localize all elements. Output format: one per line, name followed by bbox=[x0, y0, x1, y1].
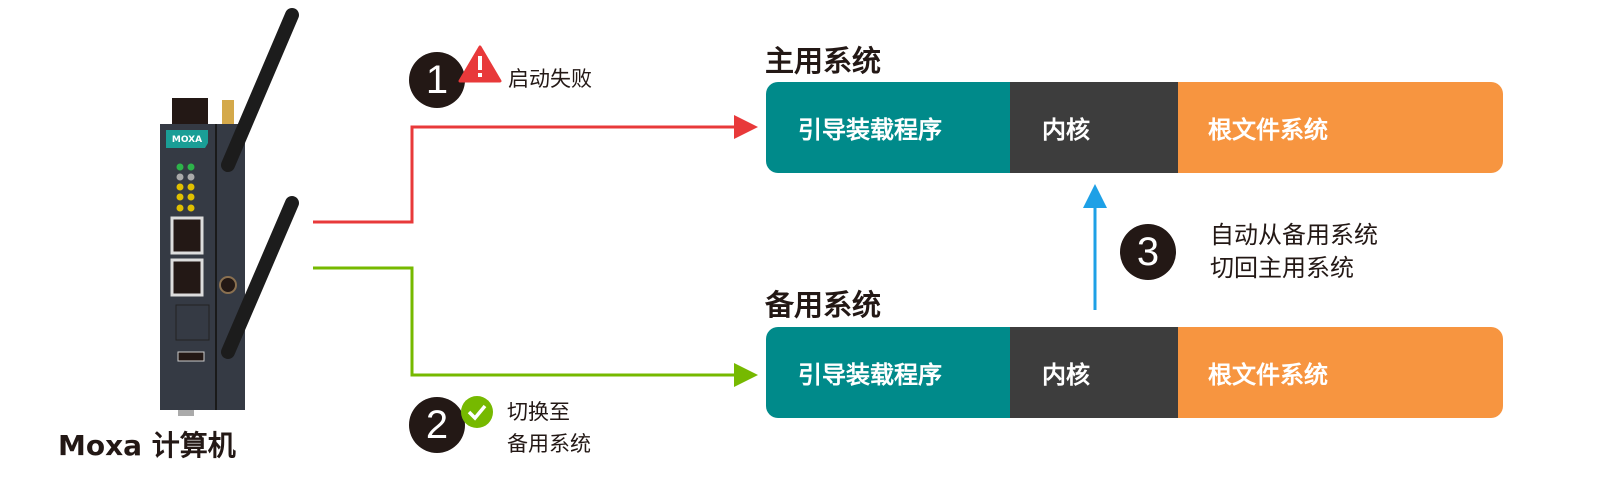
primary-system-title: 主用系统 bbox=[765, 44, 882, 78]
moxa-device-illustration: MOXA bbox=[160, 8, 299, 416]
rootfs-segment: 根文件系统 bbox=[1178, 327, 1503, 418]
antenna bbox=[221, 8, 299, 172]
step-3-line: 切回主用系统 bbox=[1210, 254, 1354, 282]
primary-system-bar: 引导装载程序 内核 根文件系统 bbox=[766, 82, 1503, 173]
rootfs-segment: 根文件系统 bbox=[1178, 82, 1503, 173]
brand-logo: MOXA bbox=[172, 135, 202, 145]
step-1-text: 启动失败 bbox=[508, 67, 592, 91]
switch-path bbox=[313, 266, 758, 387]
step-2-line: 切换至 bbox=[507, 400, 570, 424]
step-2-line: 备用系统 bbox=[507, 432, 591, 456]
warning-icon bbox=[458, 45, 502, 83]
bootloader-segment: 引导装载程序 bbox=[766, 327, 1010, 418]
antenna bbox=[221, 196, 299, 359]
check-icon bbox=[461, 396, 493, 428]
kernel-segment: 内核 bbox=[1010, 327, 1178, 418]
step-2-badge: 2 bbox=[409, 397, 465, 453]
failed-boot-path bbox=[313, 115, 758, 224]
kernel-segment: 内核 bbox=[1010, 82, 1178, 173]
device-label: Moxa 计算机 bbox=[58, 429, 236, 462]
bootloader-segment: 引导装载程序 bbox=[766, 82, 1010, 173]
step-1-badge: 1 bbox=[409, 52, 465, 108]
ethernet-port bbox=[170, 258, 204, 297]
ethernet-port bbox=[170, 216, 204, 255]
step-3-line: 自动从备用系统 bbox=[1210, 221, 1378, 249]
step-2-text: 切换至备用系统 bbox=[507, 396, 591, 460]
backup-system-title: 备用系统 bbox=[765, 288, 882, 322]
step-3-text: 自动从备用系统切回主用系统 bbox=[1210, 219, 1378, 285]
backup-system-bar: 引导装载程序 内核 根文件系统 bbox=[766, 327, 1503, 418]
step-3-badge: 3 bbox=[1120, 224, 1176, 280]
